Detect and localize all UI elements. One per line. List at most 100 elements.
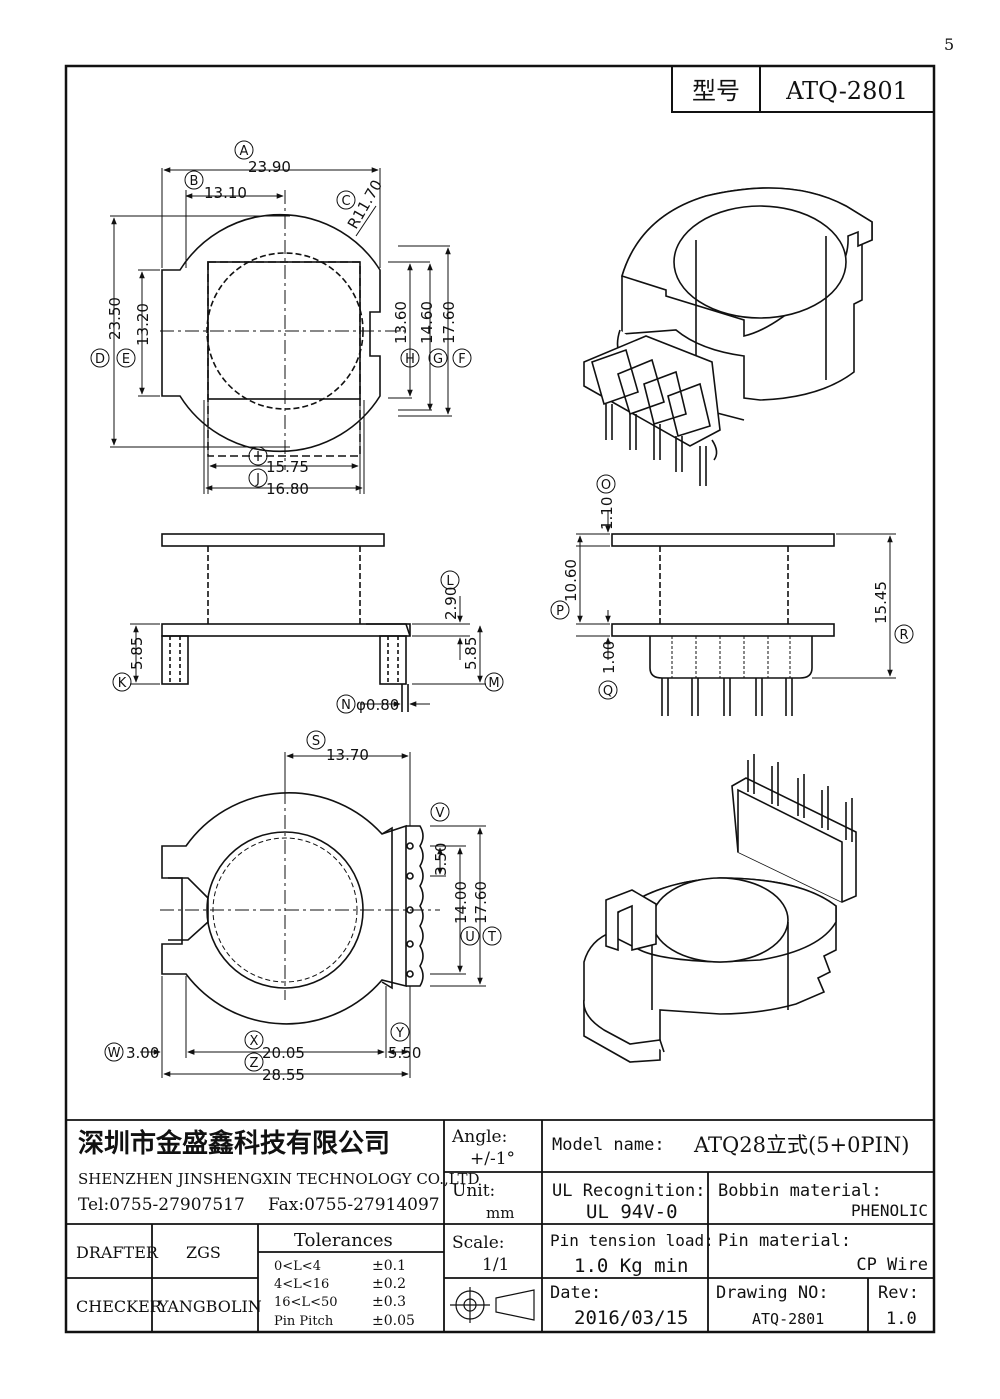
side-view-left-dimensions: [130, 596, 486, 707]
tolerance-value: ±0.3: [372, 1294, 406, 1310]
checker-value: YANGBOLIN: [157, 1297, 262, 1316]
tolerances-title: Tolerances: [294, 1230, 393, 1251]
pin-tension-label: Pin tension load:: [550, 1231, 714, 1250]
callout-value: 28.55: [262, 1066, 305, 1084]
top-view: [160, 190, 410, 470]
date-label: Date:: [550, 1283, 601, 1303]
callout-G: G 14.60: [418, 301, 448, 368]
bottom-view: [160, 790, 440, 1025]
callout-letter: Z: [250, 1056, 259, 1071]
callout-value: 15.75: [266, 458, 309, 476]
angle-value: +/-1°: [470, 1149, 515, 1169]
callout-Q: Q 1.00: [598, 641, 618, 700]
callout-letter: M: [488, 676, 499, 691]
callout-value: φ0.80: [356, 696, 399, 714]
tolerance-value: ±0.05: [372, 1313, 415, 1329]
callout-letter: A: [240, 144, 249, 159]
checker-label: CHECKER: [76, 1297, 163, 1316]
callout-value: 23.90: [248, 158, 291, 176]
callout-J: J 16.80: [248, 468, 309, 498]
callout-U: U 14.00: [452, 881, 480, 946]
callout-letter: D: [95, 352, 105, 367]
company-name-cn: 深圳市金盛鑫科技有限公司: [78, 1128, 390, 1159]
callout-P: P 10.60: [550, 559, 580, 620]
callout-Z: Z 28.55: [244, 1052, 305, 1084]
callout-V: V 3.50: [430, 802, 450, 876]
pin-material-value: CP Wire: [856, 1255, 928, 1275]
callout-letter: Q: [603, 684, 613, 699]
callout-letter: R: [899, 628, 908, 643]
bobbin-material-value: PHENOLIC: [851, 1201, 928, 1220]
unit-value: mm: [486, 1204, 514, 1222]
callout-value: 2.90: [442, 587, 460, 620]
callout-W: W 3.00: [104, 1042, 159, 1062]
bottom-view-dimensions: [140, 752, 486, 1078]
callout-letter: O: [601, 478, 611, 493]
scale-value: 1/1: [482, 1255, 509, 1275]
callout-value: 16.80: [266, 480, 309, 498]
callout-R: R 15.45: [872, 581, 914, 644]
tolerance-value: ±0.1: [372, 1258, 406, 1274]
callout-letter: Y: [395, 1026, 404, 1041]
callout-value: 1.10: [598, 497, 616, 530]
callout-value: 5.85: [462, 637, 480, 670]
corner-mark: 5: [944, 35, 954, 54]
pin-tension-value: 1.0 Kg min: [574, 1255, 688, 1277]
side-view-left: [161, 533, 411, 712]
callout-value: 23.50: [106, 297, 124, 340]
callout-value: 13.10: [204, 184, 247, 202]
drafter-value: ZGS: [186, 1243, 221, 1262]
tolerance-range: Pin Pitch: [274, 1314, 334, 1329]
callout-letter: X: [250, 1034, 259, 1049]
callout-H: H 13.60: [392, 301, 420, 368]
callout-value: 15.45: [872, 581, 890, 624]
rev-value: 1.0: [886, 1309, 917, 1329]
callout-T: T 17.60: [472, 881, 502, 946]
callout-value: 17.60: [440, 301, 458, 344]
callout-X: X 20.05: [244, 1030, 305, 1062]
model-name-label: Model name:: [552, 1135, 665, 1155]
callout-N: N φ0.80: [336, 694, 399, 714]
top-view-dimensions: [110, 167, 452, 494]
callout-letter: G: [433, 352, 443, 367]
callout-E: E 13.20: [116, 303, 152, 368]
callout-letter: N: [341, 698, 351, 713]
date-value: 2016/03/15: [574, 1307, 688, 1329]
tolerance-range: 0<L<4: [274, 1259, 321, 1274]
ul-value: UL 94V-0: [586, 1201, 678, 1223]
callout-D: D 23.50: [90, 297, 124, 368]
angle-label: Angle:: [451, 1127, 507, 1147]
callout-C: C R11.70: [336, 177, 386, 232]
isometric-view-top: [583, 187, 873, 486]
company-fax: Fax:0755-27914097: [268, 1195, 440, 1215]
callout-letter: S: [312, 734, 320, 749]
tolerance-range: 4<L<16: [274, 1277, 329, 1292]
drafter-label: DRAFTER: [76, 1243, 159, 1262]
model-title-box: 型号 ATQ-2801: [671, 65, 935, 113]
callout-value: 3.00: [126, 1044, 159, 1062]
callout-value: 13.70: [326, 746, 369, 764]
callout-letter: T: [487, 930, 496, 945]
side-view-right-dimensions: [576, 510, 896, 679]
callout-letter: J: [255, 472, 260, 487]
callout-letter: W: [108, 1046, 121, 1061]
drawing-frame: [64, 64, 936, 1334]
callout-value: 20.05: [262, 1044, 305, 1062]
side-view-right: [611, 533, 835, 716]
ul-label: UL Recognition:: [552, 1181, 706, 1201]
callout-M: M 5.85: [462, 637, 504, 692]
company-tel: Tel:0755-27907517: [78, 1195, 245, 1215]
isometric-view-bottom: [583, 754, 857, 1063]
company-name-en: SHENZHEN JINSHENGXIN TECHNOLOGY CO.,LTD: [78, 1170, 480, 1188]
tolerance-range: 16<L<50: [274, 1295, 338, 1310]
callout-letter: F: [458, 352, 465, 367]
callout-letter: I: [256, 450, 260, 465]
rev-label: Rev:: [878, 1283, 919, 1303]
pin-material-label: Pin material:: [718, 1231, 851, 1251]
callout-letter: U: [465, 930, 475, 945]
callout-F: F 17.60: [440, 301, 472, 368]
callout-value: 5.50: [388, 1044, 421, 1062]
callout-value: 10.60: [562, 559, 580, 602]
callout-letter: L: [446, 574, 454, 589]
